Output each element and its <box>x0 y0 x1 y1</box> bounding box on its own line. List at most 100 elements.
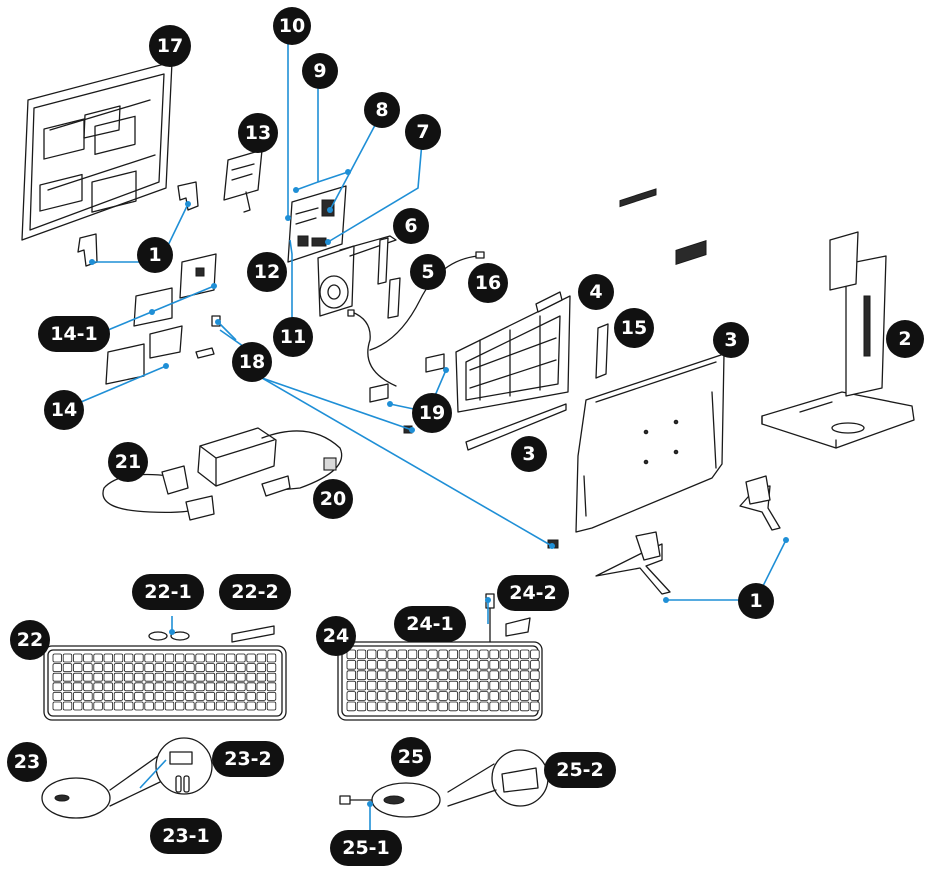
keyboard-key <box>113 692 124 701</box>
keyboard-key <box>448 701 459 712</box>
part-14-1-plate <box>133 253 217 327</box>
callout-23-2-label: 23-2 <box>224 748 272 770</box>
keyboard-key <box>174 672 185 682</box>
keyboard-key <box>205 682 216 692</box>
keyboard-key <box>174 653 185 663</box>
keyboard-key <box>366 660 377 670</box>
keyboard-key <box>428 670 438 680</box>
keyboard-key <box>509 649 520 660</box>
callout-6: 6 <box>393 208 429 244</box>
keyboard-key <box>93 692 103 701</box>
keyboard-key <box>62 672 73 682</box>
keyboard-key <box>387 680 397 691</box>
keyboard-key <box>73 653 83 663</box>
keyboard-key <box>468 660 479 670</box>
callout-3-bottom-label: 3 <box>522 443 535 465</box>
keyboard-key <box>134 682 144 692</box>
keyboard-key <box>366 670 377 680</box>
part-21-power-adapter <box>102 427 343 521</box>
keyboard-key <box>83 653 93 663</box>
keyboard-key <box>397 660 408 670</box>
callout-15: 15 <box>614 308 654 348</box>
keyboard-key <box>246 701 256 711</box>
keyboard-key <box>236 653 246 663</box>
keyboard-key <box>479 691 489 701</box>
keyboard-key <box>530 680 540 691</box>
keyboard-key <box>185 701 195 711</box>
keyboard-key <box>215 653 226 663</box>
keyboard-key <box>428 660 438 670</box>
keyboard-key <box>428 680 438 691</box>
keyboard-key <box>417 701 428 712</box>
keyboard-key <box>366 649 377 660</box>
callout-11: 11 <box>273 317 313 357</box>
keyboard-key <box>164 692 175 701</box>
callout-23-2: 23-2 <box>212 741 284 777</box>
keyboard-key <box>479 660 489 670</box>
keyboard-key <box>83 663 93 672</box>
keyboard-key <box>83 701 93 711</box>
keyboard-key <box>520 680 530 691</box>
keyboard-key <box>93 682 103 692</box>
keyboard-key <box>215 682 226 692</box>
callout-25-2: 25-2 <box>544 752 616 788</box>
part-15-bar <box>595 323 609 379</box>
callout-3-top-label: 3 <box>724 329 737 351</box>
keyboard-key <box>195 701 205 711</box>
keyboard-key <box>83 672 93 682</box>
keyboard-key <box>387 660 397 670</box>
callout-7: 7 <box>405 114 441 150</box>
keyboard-key <box>215 663 226 672</box>
keyboard-key <box>468 649 479 660</box>
callout-16: 16 <box>468 263 508 303</box>
keyboard-key <box>520 670 530 680</box>
keyboard-key <box>225 701 236 711</box>
keyboard-key <box>438 691 448 701</box>
part-14-plate <box>105 325 183 385</box>
keyboard-key <box>479 680 489 691</box>
keyboard-key <box>103 663 114 672</box>
keyboard-key <box>489 701 499 712</box>
keyboard-key <box>489 680 499 691</box>
callout-21: 21 <box>108 442 148 482</box>
keyboard-key <box>428 701 438 712</box>
keyboard-key <box>134 653 144 663</box>
keyboard-key <box>499 670 510 680</box>
keyboard-key <box>154 672 165 682</box>
callout-24-1-label: 24-1 <box>406 613 454 635</box>
part-5-bracket <box>387 277 401 319</box>
keyboard-key <box>62 692 73 701</box>
keyboard-key <box>366 701 377 712</box>
keyboard-key <box>246 682 256 692</box>
keyboard-key <box>113 653 124 663</box>
keyboard-key <box>479 701 489 712</box>
keyboard-key <box>397 691 408 701</box>
keyboard-key <box>417 691 428 701</box>
keyboard-key <box>407 691 418 701</box>
callout-11-label: 11 <box>280 326 306 348</box>
keyboard-key <box>397 680 408 691</box>
callout-25-1-label: 25-1 <box>342 837 390 859</box>
keyboard-key <box>468 691 479 701</box>
keyboard-key <box>195 672 205 682</box>
keyboard-key <box>174 692 185 701</box>
keyboard-key <box>113 701 124 711</box>
callout-24: 24 <box>316 616 356 656</box>
keyboard-key <box>93 701 103 711</box>
keyboard-key <box>124 682 134 692</box>
keyboard-key <box>256 663 267 672</box>
keyboard-key <box>144 663 154 672</box>
keyboard-key <box>124 692 134 701</box>
keyboard-key <box>499 691 510 701</box>
keyboard-key <box>113 663 124 672</box>
keyboard-key <box>164 682 175 692</box>
keyboard-key <box>73 692 83 701</box>
keyboard-key <box>62 653 73 663</box>
keyboard-key <box>448 691 459 701</box>
callout-2-label: 2 <box>898 328 911 350</box>
keyboard-key <box>530 691 540 701</box>
callout-1-bottom: 1 <box>738 583 774 619</box>
callout-22-1: 22-1 <box>132 574 204 610</box>
callout-18-label: 18 <box>239 351 265 373</box>
keyboard-key <box>205 663 216 672</box>
